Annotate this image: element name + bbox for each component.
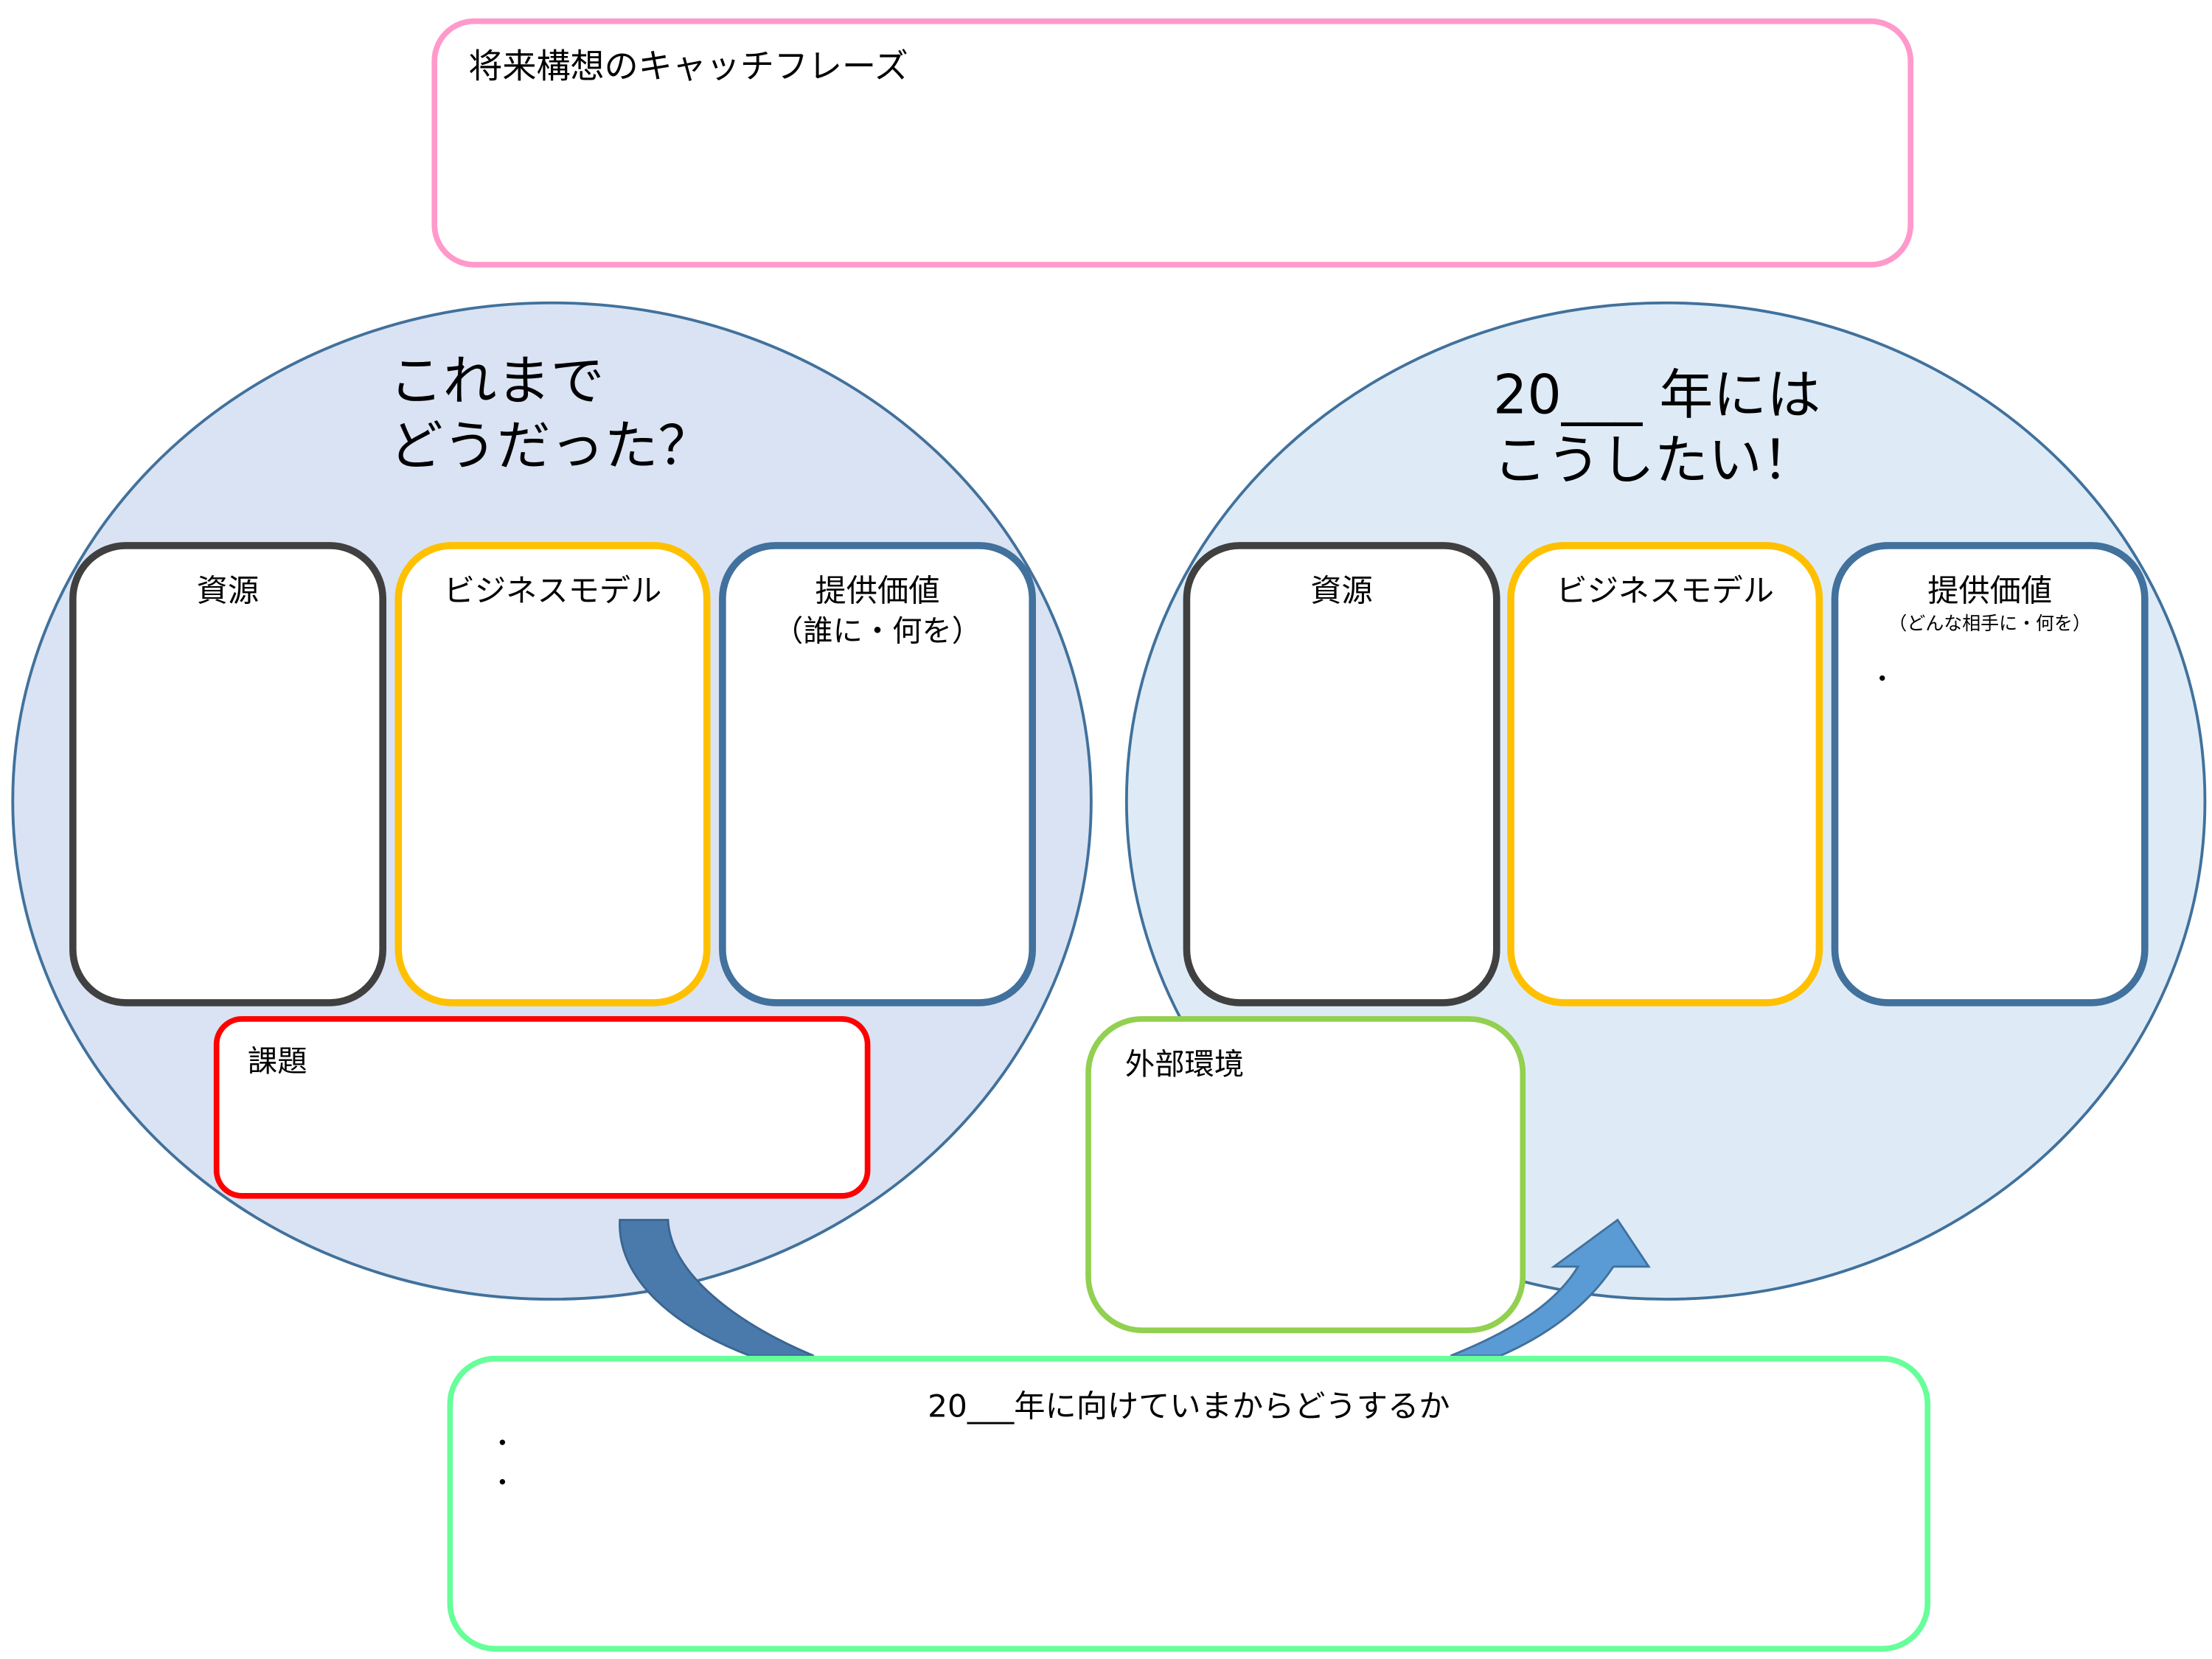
external-environment-label: 外部環境	[1124, 1047, 1245, 1082]
catchphrase-box[interactable]: 将来構想のキャッチフレーズ	[431, 18, 1914, 268]
future-business-model-box[interactable]: ビジネスモデル	[1507, 542, 1823, 1006]
past-business-model-box[interactable]: ビジネスモデル	[394, 542, 711, 1006]
external-environment-box[interactable]: 外部環境	[1085, 1016, 1526, 1334]
action-plan-box[interactable]: 20___年に向けていまからどうするか ・ ・	[447, 1355, 1931, 1652]
past-title: これまでどうだった？	[389, 348, 712, 479]
past-resources-label: 資源	[196, 574, 260, 611]
past-title-line2: どうだった？	[389, 414, 712, 477]
future-title: 20___ 年にはこうしたい！	[1493, 362, 1820, 493]
future-value-bullet: ・	[1869, 665, 1896, 695]
future-business-model-label: ビジネスモデル	[1556, 574, 1774, 611]
past-issues-box[interactable]: 課題	[213, 1016, 871, 1199]
action-plan-title: 20___年に向けていまからどうするか	[928, 1389, 1450, 1425]
past-title-line1: これまで	[389, 349, 605, 412]
future-title-line1: 20___ 年には	[1492, 364, 1821, 426]
past-business-model-label: ビジネスモデル	[443, 574, 662, 611]
future-resources-box[interactable]: 資源	[1183, 542, 1500, 1006]
future-resources-label: 資源	[1310, 574, 1373, 611]
past-issues-label: 課題	[247, 1044, 307, 1079]
curved-arrow-up-icon	[1450, 1218, 1651, 1357]
past-resources-box[interactable]: 資源	[69, 542, 386, 1006]
past-value-sublabel: （誰に・何を）	[773, 614, 982, 649]
past-value-box[interactable]: 提供価値 （誰に・何を）	[719, 542, 1037, 1006]
catchphrase-label: 将来構想のキャッチフレーズ	[468, 46, 908, 87]
future-value-label: 提供価値	[1927, 574, 2053, 611]
future-value-sublabel: （どんな相手に・何を）	[1888, 614, 2091, 636]
action-bullet-1: ・	[490, 1429, 515, 1459]
past-value-label: 提供価値	[815, 574, 940, 611]
action-bullet-2: ・	[490, 1469, 515, 1499]
future-value-box[interactable]: 提供価値 （どんな相手に・何を） ・	[1831, 542, 2149, 1006]
future-title-line2: こうしたい！	[1492, 428, 1816, 492]
